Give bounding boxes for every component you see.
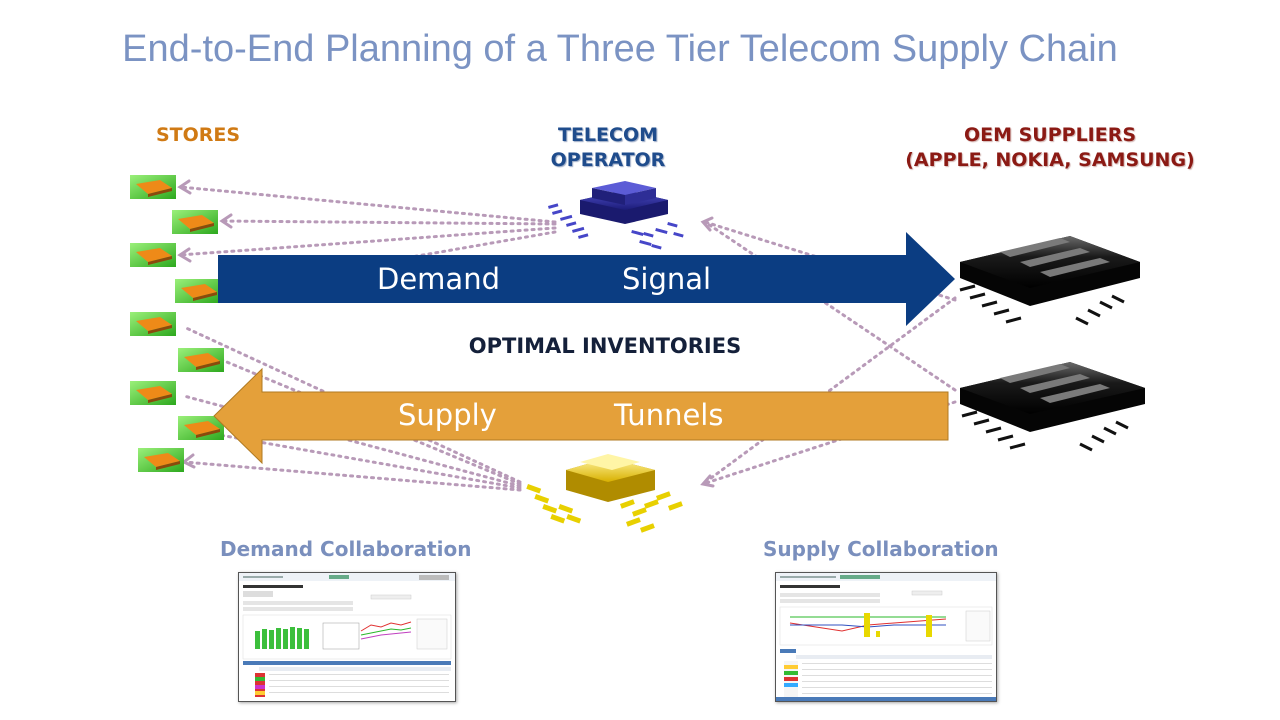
telecom-operator-label: TELECOM OPERATOR — [528, 123, 688, 173]
oem-suppliers-label: OEM SUPPLIERS (APPLE, NOKIA, SAMSUNG) — [880, 123, 1220, 173]
store-tile-icon — [175, 279, 221, 303]
supply-collaboration-label: Supply Collaboration — [763, 537, 999, 561]
demand-arrow-word-1: Demand — [377, 262, 500, 296]
store-tile-icon — [172, 210, 218, 234]
connector-line — [703, 220, 957, 392]
oem-chip-icon — [959, 236, 1140, 326]
connector-line — [220, 219, 557, 226]
oem-label-line-2: (APPLE, NOKIA, SAMSUNG) — [905, 149, 1195, 171]
store-tile-icon — [138, 448, 184, 472]
store-tile-icon — [130, 175, 176, 199]
supply-screenshot-graphic — [776, 573, 996, 701]
store-tile-icon — [178, 348, 224, 372]
dotted-connectors — [178, 185, 957, 492]
store-tile-icon — [130, 243, 176, 267]
demand-screenshot-graphic — [239, 573, 455, 697]
demand-collaboration-label: Demand Collaboration — [220, 537, 472, 561]
store-tile-icon — [178, 416, 224, 440]
demand-arrow-word-2: Signal — [622, 262, 712, 296]
demand-collaboration-screenshot — [238, 572, 456, 702]
store-column — [130, 175, 224, 472]
connector-line — [178, 185, 557, 224]
supply-arrow-word-2: Tunnels — [614, 398, 724, 432]
telecom-label-line-2: OPERATOR — [550, 149, 666, 171]
connector-line — [182, 460, 522, 492]
page-title: End-to-End Planning of a Three Tier Tele… — [122, 28, 1118, 70]
supply-collaboration-screenshot — [775, 572, 997, 702]
supply-tunnels-arrow — [213, 367, 949, 465]
telecom-server-icon — [548, 181, 684, 250]
optimal-inventories-label: OPTIMAL INVENTORIES — [468, 334, 742, 358]
supply-arrow-word-1: Supply — [398, 398, 497, 432]
store-tile-icon — [130, 312, 176, 336]
demand-signal-arrow — [218, 232, 955, 326]
store-tile-icon — [130, 381, 176, 405]
stores-label: STORES — [155, 124, 241, 146]
telecom-label-line-1: TELECOM — [557, 124, 659, 146]
connector-line — [701, 296, 957, 486]
distribution-chip-icon — [526, 454, 683, 533]
oem-label-line-1: OEM SUPPLIERS — [963, 124, 1137, 146]
oem-chip-icon — [960, 362, 1145, 452]
connector-line — [178, 226, 557, 257]
